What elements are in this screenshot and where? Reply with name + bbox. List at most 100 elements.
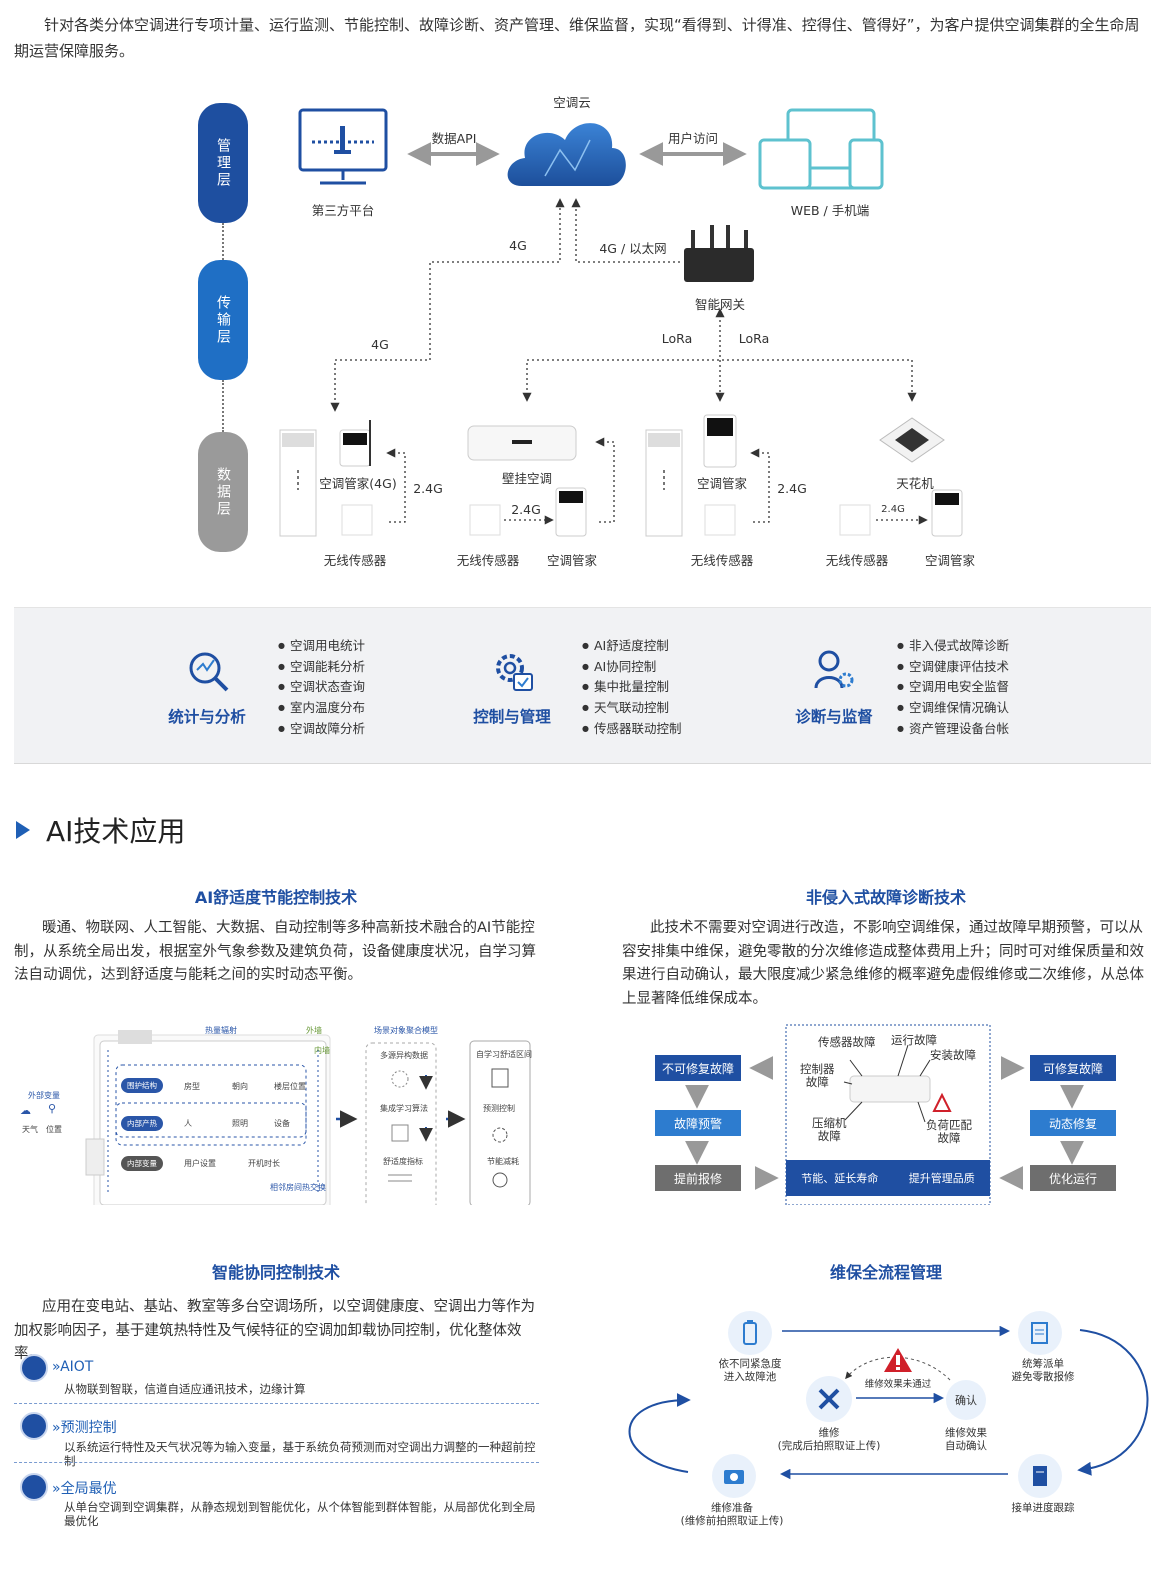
ensemble-label: 集成学习算法 [380, 1104, 428, 1113]
sensor-icon [469, 504, 501, 536]
sensor-icon [839, 504, 871, 536]
result-box: 节能、延长寿命 提升管理品质 [786, 1160, 990, 1196]
optimize-box: 优化运行 [1030, 1165, 1116, 1191]
web-mobile-icon [758, 108, 884, 190]
feature-item: 空调用电安全监督 [897, 678, 1009, 699]
collab-item-title: »全局最优 [52, 1481, 117, 1497]
floor-ac-icon [279, 429, 317, 537]
sensor-fault-label: 传感器故障 [818, 1035, 876, 1049]
compressor-fault-label: 压缩机 故障 [812, 1116, 847, 1143]
feature-list: 空调用电统计 空调能耗分析 空调状态查询 室内温度分布 空调故障分析 [278, 637, 365, 741]
triangle-bullet-icon [16, 821, 30, 839]
link-24g-label: 2.4G [777, 481, 807, 496]
layer-connector [222, 223, 224, 260]
irreparable-box: 不可修复故障 [655, 1055, 741, 1081]
room-type-label: 房型 [184, 1082, 200, 1091]
steward-device-icon [931, 489, 963, 537]
lighting-label: 照明 [232, 1119, 248, 1128]
comfort-index-label: 舒适度指标 [383, 1157, 423, 1166]
ceiling-ac-label: 天花机 [896, 476, 934, 491]
controller-fault-label: 控制器 故障 [800, 1062, 835, 1089]
cloud-icon [507, 123, 626, 186]
architecture-svg [279, 108, 963, 537]
steward-label: 空调管家 [546, 553, 598, 568]
sensor-label: 无线传感器 [825, 553, 889, 568]
feature-title: 诊断与监督 [795, 708, 873, 726]
collab-item-desc: 从物联到智联，信道自适应通讯技术，边缘计算 [64, 1382, 306, 1396]
data-api-label: 数据API [431, 131, 477, 146]
cloud-icon: ☁ [20, 1104, 31, 1117]
run-fault-label: 运行故障 [891, 1033, 937, 1047]
collab-item-title: »预测控制 [52, 1420, 117, 1436]
feature-item: 空调状态查询 [278, 678, 365, 699]
pool-label: 依不同紧急度 进入故障池 [718, 1358, 782, 1383]
maint-svg [628, 1325, 1149, 1480]
dispatch-label: 统筹派单 避免零散报修 [1011, 1358, 1075, 1383]
fail-label: 维修效果未通过 [864, 1379, 932, 1390]
weather-label: 天气 [22, 1125, 38, 1134]
collab-text: 应用在变电站、基站、教室等多台空调场所，以空调健康度、空调出力等作为加权影响因子… [14, 1299, 535, 1362]
orientation-label: 朝向 [232, 1082, 248, 1091]
fault-text: 此技术不需要对空调进行改造，不影响空调维保，通过故障早期预警，可以从容安排集中维… [622, 920, 1144, 1007]
heat-radiation-label: 热量辐射 [205, 1026, 237, 1035]
divider [14, 1462, 539, 1463]
third-party-label: 第三方平台 [311, 203, 375, 218]
link-24g-label: 2.4G [413, 481, 443, 496]
on-duration-label: 开机时长 [248, 1159, 280, 1168]
multi-source-label: 多源异构数据 [380, 1051, 428, 1060]
steward-device-icon [703, 414, 737, 468]
feature-item: 空调故障分析 [278, 720, 365, 741]
feature-item: 空调维保情况确认 [897, 699, 1009, 720]
feature-title: 控制与管理 [473, 708, 551, 726]
feature-item: 空调用电统计 [278, 637, 365, 658]
sensor-icon [704, 504, 736, 536]
inner-wall-label: 内墙 [314, 1046, 330, 1055]
energy-life-label: 节能、延长寿命 [801, 1172, 879, 1185]
steward-device-icon [555, 487, 587, 537]
section-heading: AI技术应用 [16, 810, 185, 850]
floor-pos-label: 楼层位置 [274, 1082, 306, 1091]
comfort-title: AI舒适度节能控制技术 [194, 888, 358, 907]
feature-item: 空调能耗分析 [278, 658, 365, 679]
document-icon [1018, 1311, 1062, 1355]
feature-list: AI舒适度控制 AI协同控制 集中批量控制 天气联动控制 传感器联动控制 [582, 637, 682, 741]
maint-title: 维保全流程管理 [829, 1263, 943, 1282]
link-24g-label: 2.4G [881, 504, 905, 515]
link-4g-eth-label: 4G / 以太网 [599, 241, 667, 256]
comfort-svg [85, 1030, 531, 1205]
sensor-label: 无线传感器 [456, 553, 520, 568]
control-gear-icon [496, 654, 533, 691]
comfort-text: 暖通、物联网、人工智能、大数据、自动控制等多种高新技术融合的AI节能控制，从系统… [14, 920, 536, 983]
confirm-circle: 确认 [946, 1380, 986, 1420]
outer-wall-label: 外墙 [306, 1026, 322, 1035]
user-setting-label: 用户设置 [184, 1159, 216, 1168]
sensor-label: 无线传感器 [323, 553, 387, 568]
battery-icon [728, 1311, 772, 1355]
steward-label: 空调管家 [924, 553, 976, 568]
user-access-label: 用户访问 [667, 131, 719, 146]
gateway-label: 智能网关 [694, 297, 746, 312]
steward-label: 空调管家 [696, 476, 748, 491]
feature-item: 非入侵式故障诊断 [897, 637, 1009, 658]
layer-transport: 传输层 [198, 260, 248, 380]
fault-svg [685, 1024, 1084, 1205]
adjacent-heat-label: 相邻房间热交换 [270, 1183, 326, 1192]
predict-gears-icon [20, 1412, 48, 1440]
layer-data: 数据层 [198, 432, 248, 552]
report-box: 提前报修 [655, 1165, 741, 1191]
location-label: 位置 [46, 1125, 62, 1134]
feature-item: 资产管理设备台帐 [897, 720, 1009, 741]
aiot-gear-icon [20, 1354, 48, 1382]
steward-4g-label: 空调管家(4G) [319, 476, 397, 491]
outside-vars-label: 外部变量 [28, 1091, 60, 1100]
internal-vars-tag: 内部变量 [121, 1156, 163, 1171]
equipment-label: 设备 [274, 1119, 290, 1128]
envelope-tag: 围护结构 [121, 1078, 163, 1093]
collab-item-title: »AIOT [52, 1359, 94, 1375]
monitor-icon [298, 108, 388, 185]
feature-item: 天气联动控制 [582, 699, 682, 720]
ceiling-ac-icon [879, 417, 945, 463]
link-4g-label: 4G [509, 238, 527, 253]
feature-item: 集中批量控制 [582, 678, 682, 699]
install-fault-label: 安装故障 [930, 1048, 976, 1062]
